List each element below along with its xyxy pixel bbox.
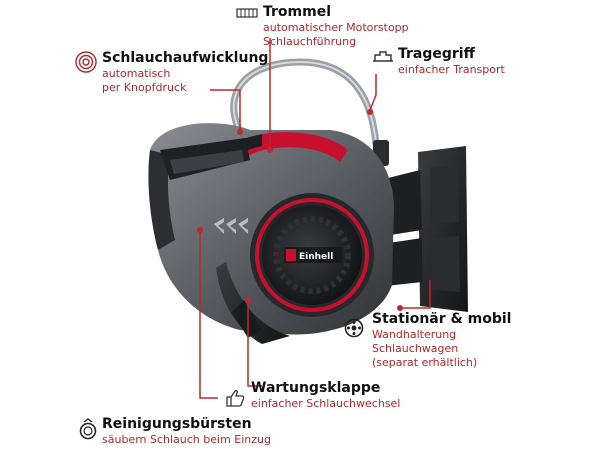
callout-trommel: Trommel automatischer Motorstopp Schlauc… bbox=[263, 4, 409, 49]
callout-stationaer-line3: (separat erhältlich) bbox=[372, 356, 478, 369]
chevron-marks bbox=[214, 218, 248, 234]
callout-tragegriff: Tragegriff einfacher Transport bbox=[398, 46, 505, 77]
carry-handle bbox=[235, 132, 348, 162]
callout-reinigung-title: Reinigungsbürsten bbox=[102, 416, 252, 432]
callout-tragegriff-line1: einfacher Transport bbox=[398, 63, 505, 76]
brand-badge bbox=[284, 247, 342, 263]
callout-wartungsklappe-line1: einfacher Schlauchwechsel bbox=[251, 397, 401, 410]
callout-trommel-line1: automatischer Motorstopp bbox=[263, 21, 409, 34]
drum-icon bbox=[236, 6, 258, 20]
callout-schlauchaufwicklung: Schlauchaufwicklung automatisch per Knop… bbox=[102, 50, 268, 95]
callout-stationaer: Stationär & mobil Wandhalterung Schlauch… bbox=[372, 311, 511, 370]
callout-stationaer-title: Stationär & mobil bbox=[372, 311, 512, 327]
callout-tragegriff-title: Tragegriff bbox=[398, 46, 475, 62]
callout-reinigung: Reinigungsbürsten säubern Schlauch beim … bbox=[102, 416, 271, 447]
callout-wartungsklappe: Wartungsklappe einfacher Schlauchwechsel bbox=[251, 380, 400, 411]
callout-reinigung-line1: säubern Schlauch beim Einzug bbox=[102, 433, 272, 446]
callout-trommel-line2: Schlauchführung bbox=[263, 35, 357, 48]
callout-stationaer-line1: Wandhalterung bbox=[372, 328, 457, 341]
callout-schlauchaufwicklung-title: Schlauchaufwicklung bbox=[102, 50, 269, 66]
callout-schlauchaufwicklung-line2: per Knopfdruck bbox=[102, 81, 187, 94]
callout-trommel-title: Trommel bbox=[263, 4, 332, 20]
brush-ring-icon bbox=[78, 418, 98, 440]
handle-icon bbox=[372, 49, 394, 65]
drum: Einhell bbox=[250, 193, 374, 317]
thumbs-up-icon bbox=[225, 388, 245, 408]
wheel-icon bbox=[344, 318, 364, 338]
callout-leaders bbox=[199, 38, 431, 399]
callout-wartungsklappe-title: Wartungsklappe bbox=[251, 380, 381, 396]
spiral-icon bbox=[74, 50, 98, 74]
brand-logo-text: Einhell bbox=[299, 252, 333, 262]
callout-stationaer-line2: Schlauchwagen bbox=[372, 342, 459, 355]
callout-schlauchaufwicklung-line1: automatisch bbox=[102, 67, 171, 80]
